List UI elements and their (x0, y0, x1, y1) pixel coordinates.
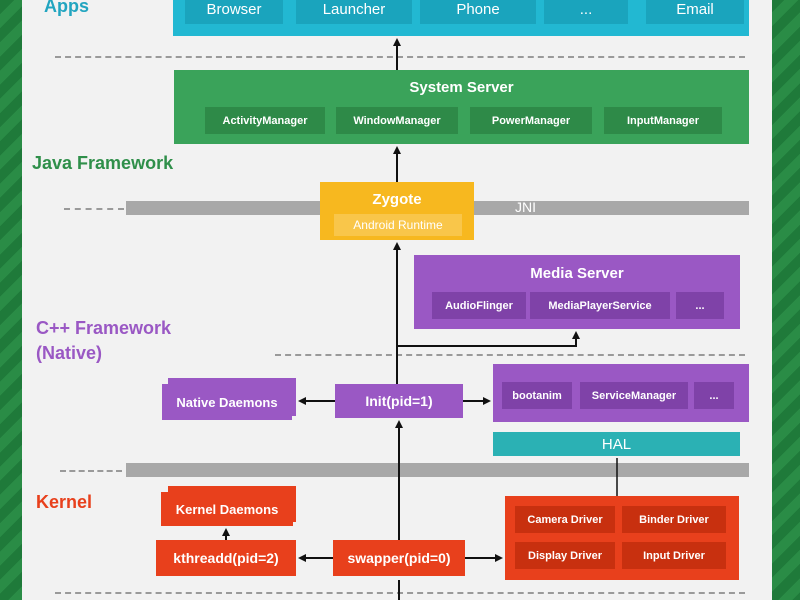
service-manager: ServiceManager (580, 382, 688, 409)
init-process: Init(pid=1) (335, 384, 463, 418)
jni-label: JNI (515, 199, 536, 215)
app-more: ... (544, 0, 628, 24)
kthreadd-process: kthreadd(pid=2) (156, 540, 296, 576)
app-browser: Browser (185, 0, 283, 24)
apps-separator (55, 56, 745, 58)
native-daemons: Native Daemons (162, 384, 292, 420)
power-manager: PowerManager (470, 107, 592, 134)
audio-flinger: AudioFlinger (432, 292, 526, 319)
swapper-process: swapper(pid=0) (333, 540, 465, 576)
bootanim: bootanim (502, 382, 572, 409)
kernel-daemons: Kernel Daemons (161, 492, 293, 526)
input-driver: Input Driver (622, 542, 726, 569)
window-manager: WindowManager (336, 107, 458, 134)
native-services-more: ... (694, 382, 734, 409)
app-phone: Phone (420, 0, 536, 24)
media-server-more: ... (676, 292, 724, 319)
media-player-service: MediaPlayerService (530, 292, 670, 319)
native-separator (275, 354, 745, 356)
cpp-framework-label: C++ Framework (36, 318, 172, 338)
zygote-title: Zygote (372, 190, 422, 208)
app-email: Email (646, 0, 744, 24)
java-framework-label: Java Framework (32, 153, 174, 173)
kernel-dash-left (60, 470, 122, 472)
kernel-bar (126, 463, 749, 477)
media-server-title: Media Server (530, 264, 624, 282)
app-launcher: Launcher (296, 0, 412, 24)
jni-dash-left (64, 208, 124, 210)
camera-driver: Camera Driver (515, 506, 615, 533)
arrow-init-to-mediaserver (397, 331, 580, 347)
android-runtime: Android Runtime (334, 214, 462, 236)
system-server-title: System Server (409, 78, 514, 96)
right-green-band (770, 0, 800, 600)
kernel-layer-label: Kernel (36, 492, 93, 512)
hal-box: HAL (493, 432, 740, 456)
binder-driver: Binder Driver (622, 506, 726, 533)
cpp-framework-native-label: (Native) (36, 343, 103, 363)
activity-manager: ActivityManager (205, 107, 325, 134)
display-driver: Display Driver (515, 542, 615, 569)
input-manager: InputManager (604, 107, 722, 134)
apps-layer-label: Apps (44, 0, 89, 16)
left-green-band (0, 0, 26, 600)
